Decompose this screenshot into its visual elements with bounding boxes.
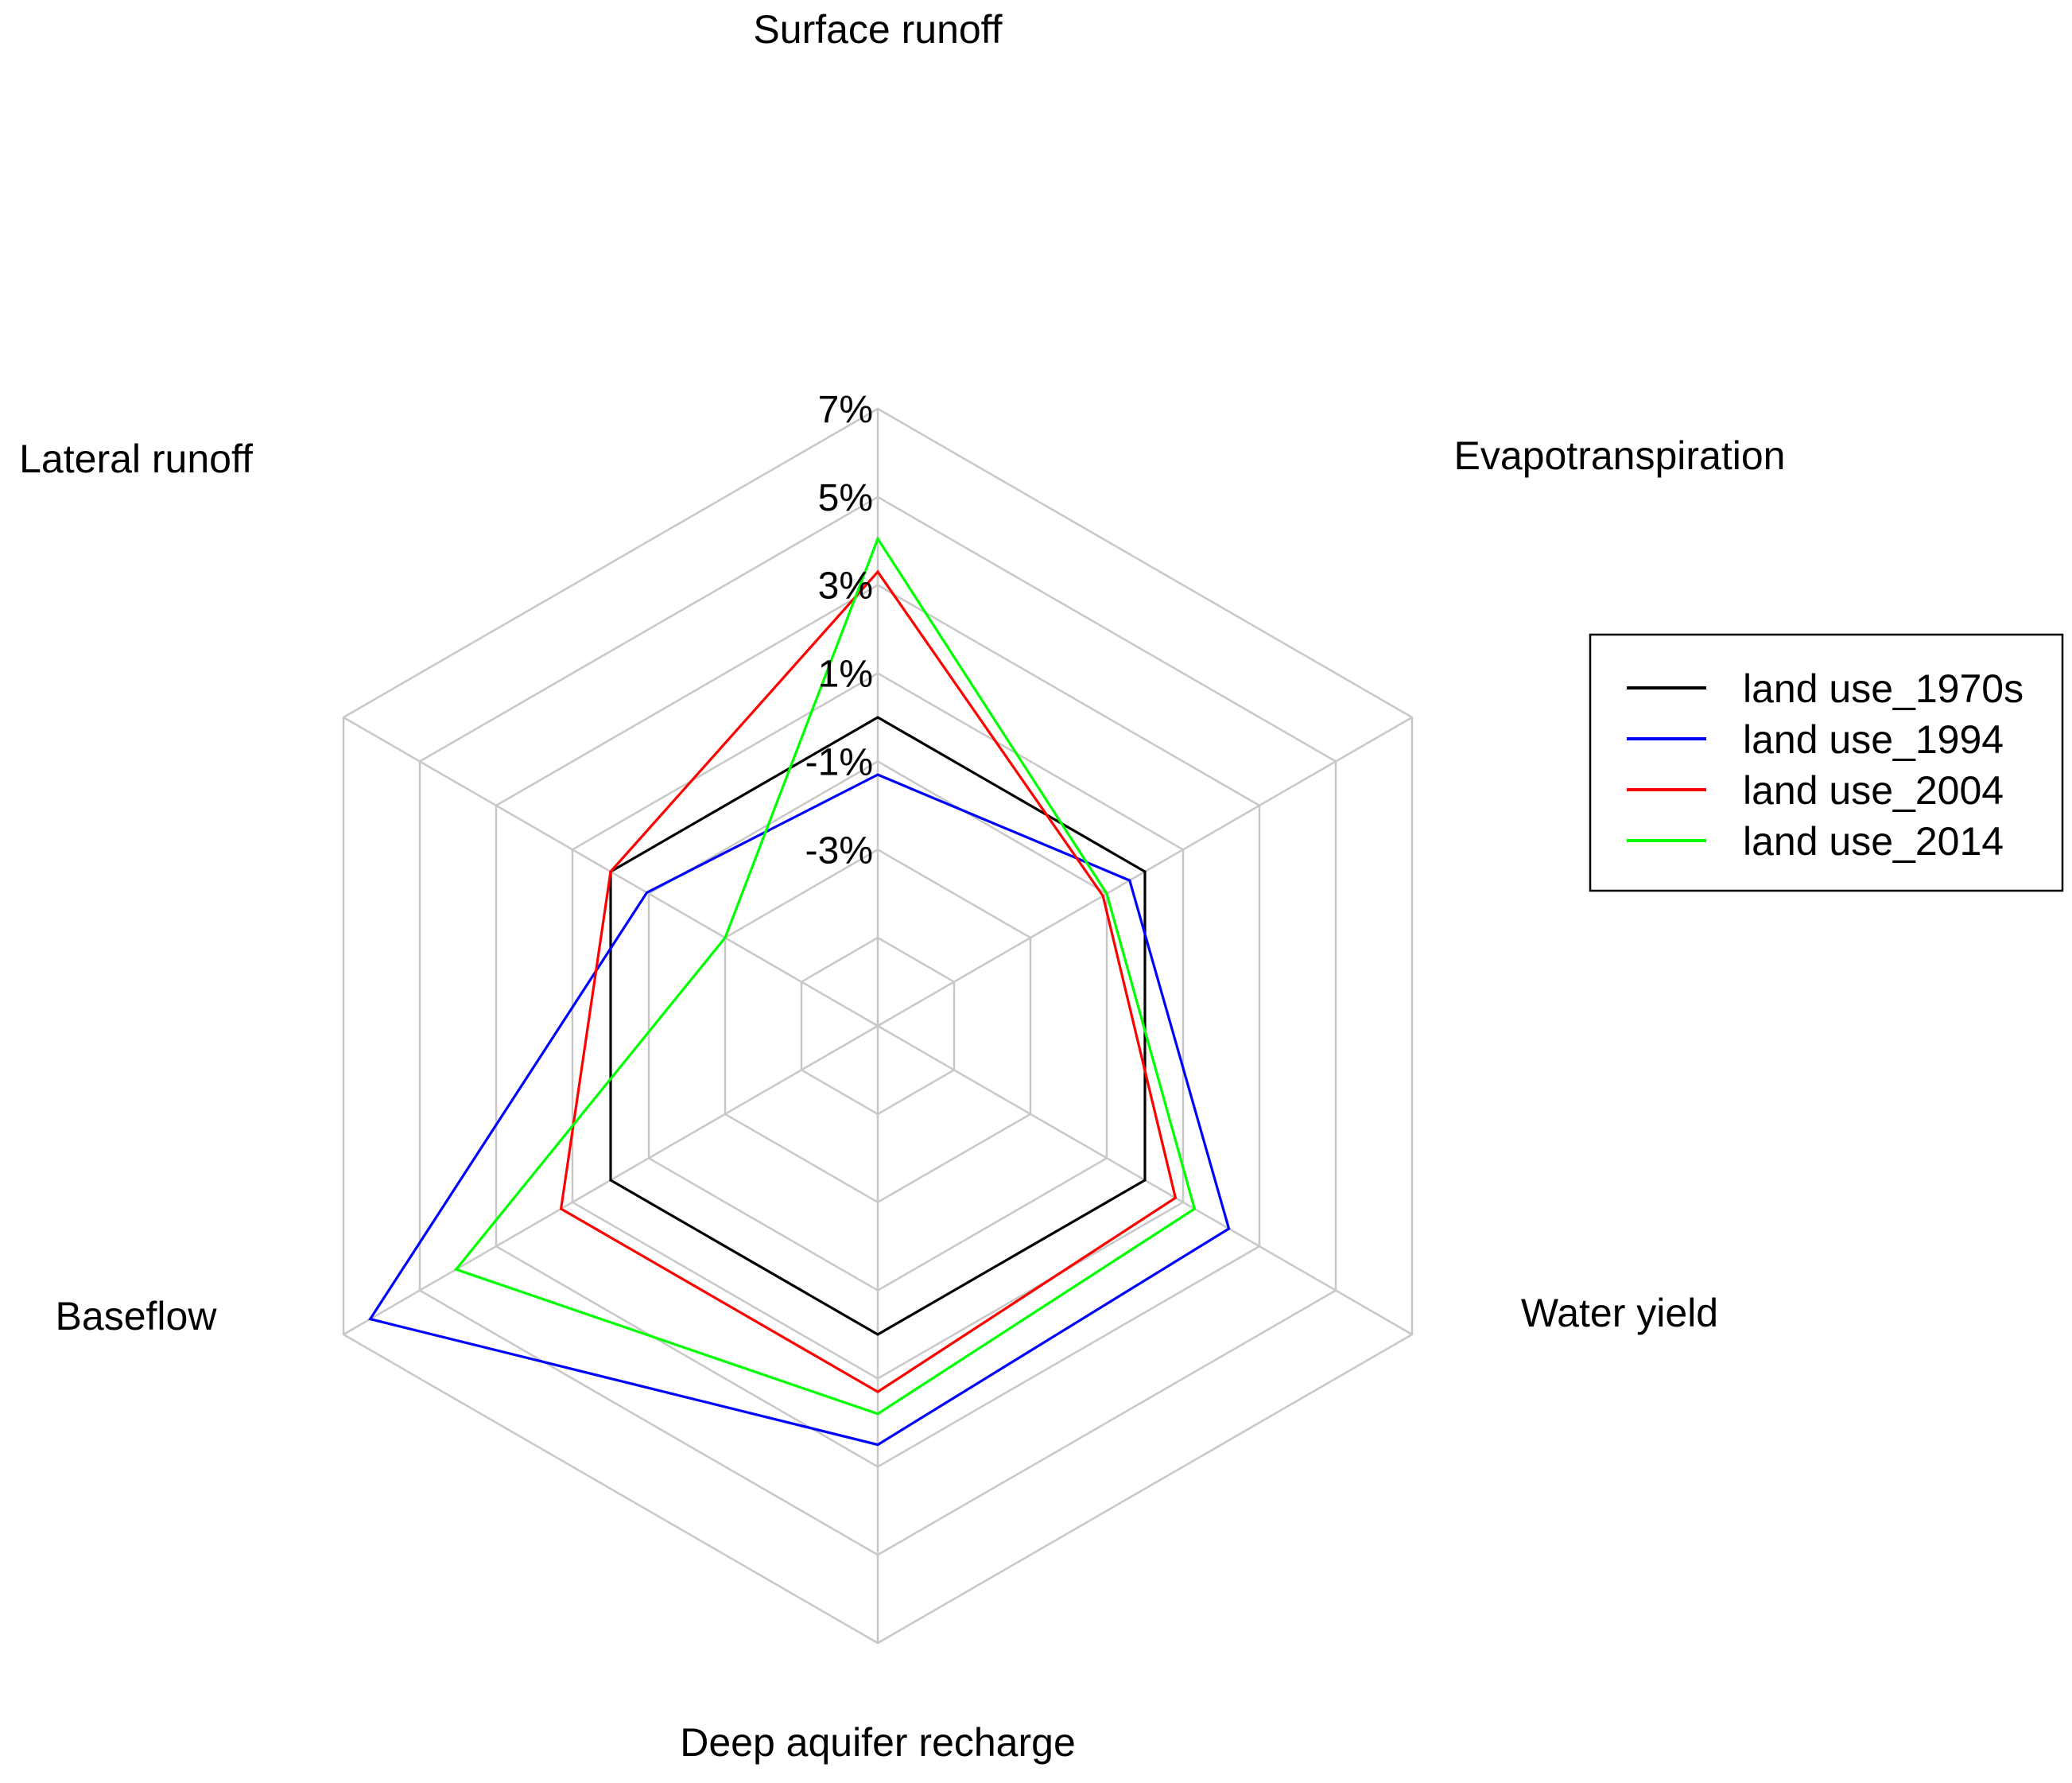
axis-label-surface-runoff: Surface runoff [753,7,1002,52]
legend-label-land-use-2004: land use_2004 [1743,768,2004,813]
axis-label-baseflow: Baseflow [56,1294,218,1338]
tick-label: -3% [805,829,873,872]
tick-label: -1% [805,741,873,783]
legend-label-land-use-2014: land use_2014 [1743,819,2004,864]
legend-box [1589,633,2064,892]
tick-label: 5% [818,477,873,519]
series-land-use-2004 [559,569,1178,1393]
series-land-use-1994 [368,773,1231,1447]
tick-label: 7% [818,389,873,431]
axis-label-lateral-runoff: Lateral runoff [19,437,253,481]
series-land-use-2014 [453,535,1197,1416]
axis-label-evapotranspiration: Evapotranspiration [1454,433,1786,478]
tick-label: 3% [818,565,873,608]
series-layer [368,535,1231,1447]
label-layer: -3% -1% 1% 3% 5% 7% Surface runoffEvapotranspi… [19,7,1785,1765]
axis-label-deep-aquifer-recharge: Deep aquifer recharge [680,1720,1076,1765]
axis-label-water-yield: Water yield [1521,1291,1718,1335]
tick-label: 1% [818,654,873,696]
legend-label-land-use-1970s: land use_1970s [1743,666,2023,711]
grid-layer [342,407,1414,1645]
legend-label-land-use-1994: land use_1994 [1743,717,2004,762]
